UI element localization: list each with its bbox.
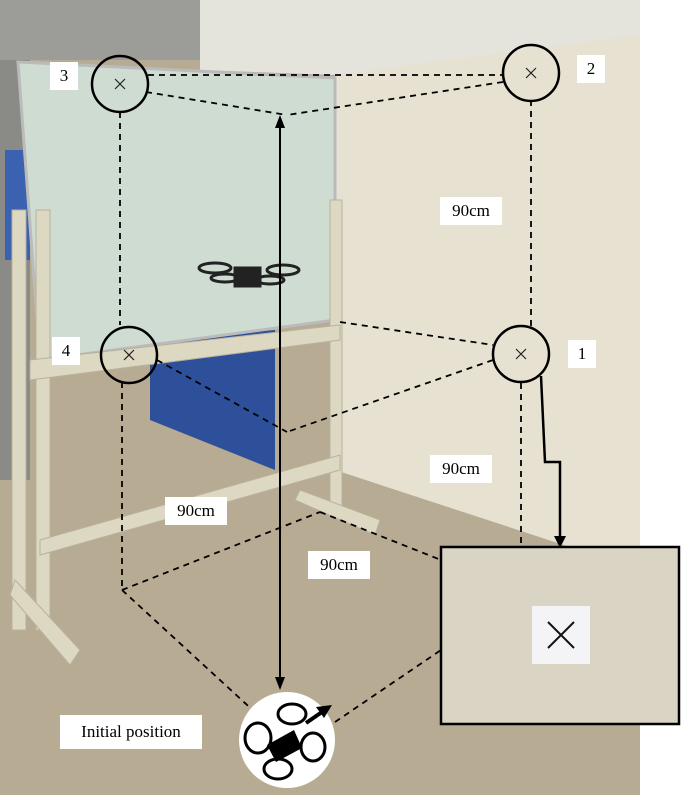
upper-wall — [200, 0, 640, 75]
marker-label-1: 1 — [568, 340, 596, 368]
zoom-pointer-arrow — [539, 375, 566, 548]
marker-circle-1 — [491, 324, 551, 384]
x-mark-large-icon — [547, 621, 575, 649]
drone-icon — [239, 692, 335, 788]
distance-label-bottom: 90cm — [308, 551, 370, 579]
marker-inset — [439, 545, 681, 726]
marker-circles — [90, 43, 561, 385]
initial-position-label: Initial position — [60, 715, 202, 749]
distance-label-vertical: 90cm — [440, 197, 502, 225]
marker-label-3: 3 — [50, 62, 78, 90]
flight-path-lines — [119, 74, 532, 723]
whiteboard — [16, 60, 337, 362]
drone-photo — [197, 261, 301, 288]
distance-label-depth: 90cm — [430, 455, 492, 483]
marker-circle-2 — [501, 43, 561, 103]
height-arrow — [275, 115, 285, 690]
marker-circle-4 — [99, 325, 159, 385]
marker-label-4: 4 — [52, 337, 80, 365]
distance-label-left: 90cm — [165, 497, 227, 525]
marker-label-2: 2 — [577, 55, 605, 83]
marker-circle-3 — [90, 54, 150, 114]
blue-partition — [150, 330, 275, 470]
x-marks — [114, 67, 537, 361]
right-wall — [335, 35, 640, 570]
